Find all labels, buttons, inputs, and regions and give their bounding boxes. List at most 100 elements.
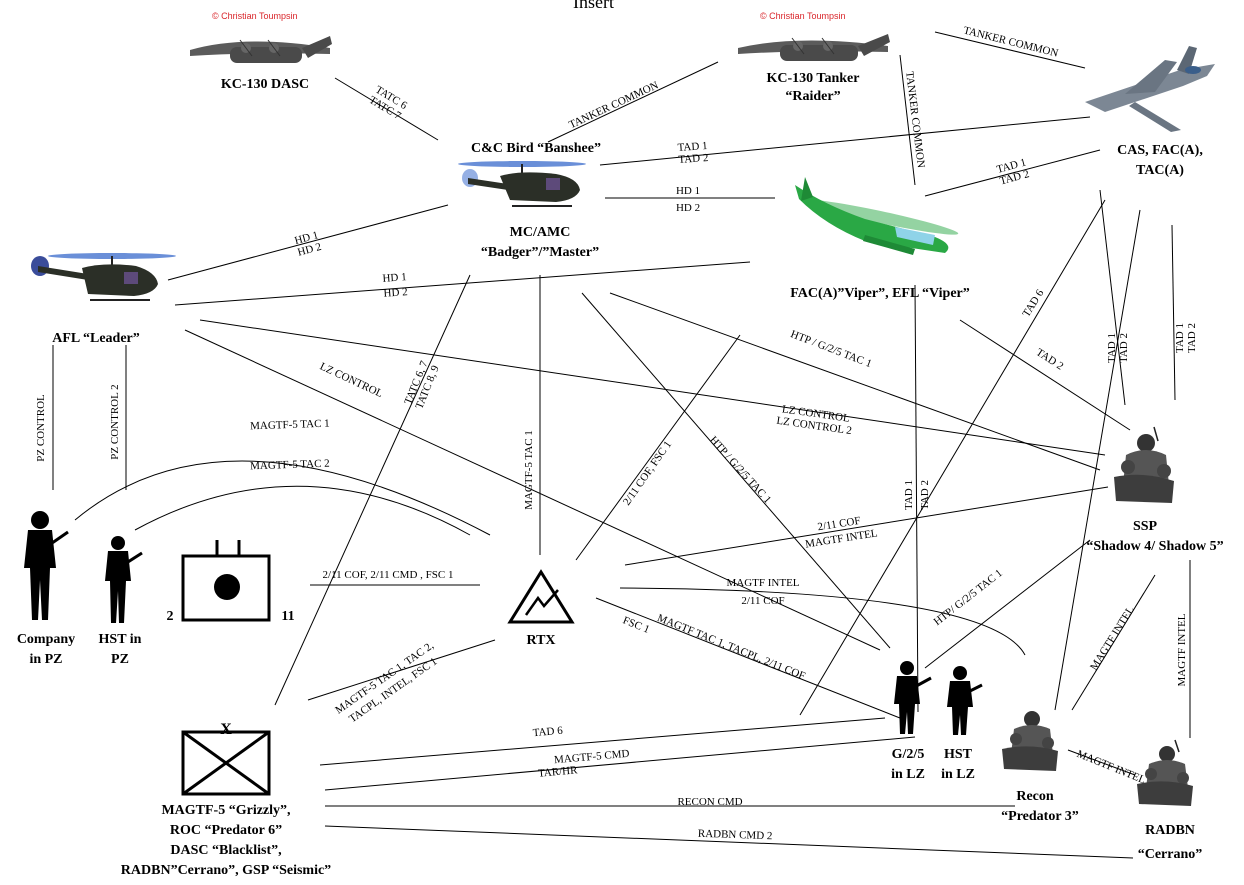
link-afl-g25: [184, 329, 881, 651]
link-cc-tanker: [547, 61, 719, 143]
magtf-echelon-x: X: [220, 721, 232, 738]
net-label-lz-control-ssp: LZ CONTROL LZ CONTROL 2: [776, 403, 853, 437]
link-rtx-viper: [575, 334, 741, 561]
hst-lz-soldier-icon: [947, 666, 983, 735]
net-label-tad6-cas: TAD 6: [1020, 287, 1046, 319]
net-label-tatc: TATC 6 TATC 7: [367, 84, 410, 123]
svg-text:MAGTF-5 “Grizzly”,: MAGTF-5 “Grizzly”,: [161, 803, 290, 818]
node-fac-viper-label: FAC(A)”Viper”, EFL “Viper”: [790, 286, 970, 301]
svg-text:“Cerrano”: “Cerrano”: [1138, 847, 1203, 862]
svg-text:HD 2: HD 2: [383, 286, 408, 300]
link-rtx-ssp: [624, 486, 1109, 566]
node-afl-label: AFL “Leader”: [52, 331, 140, 346]
unit-designator-left: 2: [167, 609, 174, 624]
net-label-radbn-cmd: RADBN CMD 2: [698, 828, 773, 843]
link-tanker-viper: [899, 54, 916, 186]
link-afl-ssp: [199, 319, 1106, 456]
link-rtx-recon: [619, 587, 1026, 656]
net-label-magtf-tac1-arc: MAGTF-5 TAC 1: [250, 418, 330, 433]
link-cas-recon: [1054, 209, 1141, 711]
kc130-tanker-plane-icon: © Christian Toumpsin: [738, 11, 890, 61]
ssp-soldiers-icon: [1114, 426, 1174, 503]
net-label-lz-control: LZ CONTROL: [318, 360, 385, 400]
svg-text:Recon: Recon: [1016, 789, 1054, 804]
svg-text:“Badger”/”Master”: “Badger”/”Master”: [481, 245, 599, 260]
net-label-magtf-tac1-vertical: MAGTF-5 TAC 1: [523, 430, 535, 510]
net-label-tatc-mc: TATC 6, 7 TATC 8, 9: [402, 359, 442, 411]
svg-text:ROC “Predator 6”: ROC “Predator 6”: [170, 823, 282, 838]
link-mc-g25: [581, 292, 891, 649]
svg-text:© Christian Toumpsin: © Christian Toumpsin: [760, 11, 846, 21]
svg-text:in LZ: in LZ: [941, 767, 975, 782]
svg-text:TAC(A): TAC(A): [1136, 163, 1184, 178]
net-label-tar-hr: TAR/HR: [538, 764, 579, 779]
svg-text:MAGTF INTEL: MAGTF INTEL: [726, 577, 799, 589]
link-hst-rtx: [134, 485, 471, 536]
afl-helicopter-icon: [31, 253, 176, 301]
net-label-tanker-common-viper: TANKER COMMON: [903, 71, 927, 169]
net-label-tad6-magtf: TAD 6: [532, 725, 563, 740]
net-label-recon-cmd: RECON CMD: [677, 796, 742, 808]
net-label-tad-cc: TAD 1 TAD 2: [677, 140, 709, 166]
link-mc-magtf: [274, 274, 471, 706]
link-g25-ssp: [924, 539, 1091, 669]
node-mc-amc-label: MC/AMC “Badger”/”Master”: [481, 225, 599, 260]
net-label-magtf-intel-radbn: MAGTF INTEL: [1176, 613, 1188, 686]
svg-text:TAD 2: TAD 2: [919, 480, 931, 510]
link-tanker-cas: [934, 31, 1086, 69]
net-label-htp-g25: HTP / G/2/5 TAC 1: [707, 434, 773, 506]
link-company-rtx: [74, 460, 491, 536]
diagram-title: Insert: [573, 0, 614, 12]
svg-text:MC/AMC: MC/AMC: [510, 225, 571, 240]
net-label-tad2-ssp: TAD 2: [1034, 346, 1066, 372]
mc-amc-helicopter-icon: [458, 161, 586, 207]
svg-text:TAD 1: TAD 1: [903, 480, 915, 510]
cas-jet-icon: [1085, 46, 1215, 132]
svg-text:MAGTF INTEL: MAGTF INTEL: [804, 527, 878, 550]
svg-text:RADBN: RADBN: [1145, 823, 1195, 838]
viper-attack-helicopter-icon: [795, 177, 959, 255]
svg-text:PZ: PZ: [111, 652, 129, 667]
net-label-tad-viper-cas: TAD 1 TAD 2: [995, 157, 1030, 188]
svg-text:CAS, FAC(A),: CAS, FAC(A),: [1117, 143, 1203, 158]
net-label-magtf-rtx: MAGTF-5 TAC 1, TAC 2, TACPL, INTEL, FSC …: [333, 639, 439, 725]
net-label-pz-control-2: PZ CONTROL 2: [109, 384, 121, 459]
node-hst-lz-label: HST in LZ: [941, 747, 975, 782]
svg-text:HD 1: HD 1: [676, 185, 700, 197]
svg-text:in LZ: in LZ: [891, 767, 925, 782]
node-ssp-label: SSP “Shadow 4/ Shadow 5”: [1086, 519, 1223, 554]
link-rtx-g25: [595, 597, 906, 721]
net-label-pz-control: PZ CONTROL: [35, 394, 47, 462]
net-label-magtf-intel-recon: MAGTF INTEL: [1075, 748, 1147, 787]
link-recon-ssp: [1071, 574, 1156, 711]
link-magtf-rtx: [307, 639, 496, 701]
svg-text:DASC “Blacklist”,: DASC “Blacklist”,: [170, 843, 281, 858]
link-viper-g25: [914, 284, 919, 713]
net-label-tad-radbn-vertical: TAD 1 TAD 2: [1174, 323, 1198, 353]
svg-text:HD 1: HD 1: [382, 271, 407, 285]
svg-text:“Shadow 4/ Shadow 5”: “Shadow 4/ Shadow 5”: [1086, 539, 1223, 554]
link-viper-ssp: [959, 319, 1131, 431]
net-label-tad-ssp-vertical: TAD 1 TAD 2: [1106, 333, 1130, 363]
svg-text:© Christian Toumpsin: © Christian Toumpsin: [212, 11, 298, 21]
link-cas-magtf: [799, 199, 1106, 716]
node-rtx-label: RTX: [526, 633, 555, 648]
node-magtf-label: MAGTF-5 “Grizzly”, ROC “Predator 6” DASC…: [121, 803, 331, 878]
link-lines: [52, 31, 1191, 859]
g25-soldier-icon: [894, 661, 932, 734]
magtf-hq-symbol-icon: [181, 730, 271, 796]
link-viper-cas: [924, 149, 1101, 197]
node-recon-label: Recon “Predator 3”: [1001, 789, 1079, 824]
net-label-hd-mc-viper: HD 1 HD 2: [676, 185, 700, 214]
svg-text:KC-130 Tanker: KC-130 Tanker: [767, 71, 860, 86]
net-label-magtf-intel-vertical: MAGTF INTEL: [1088, 604, 1137, 673]
svg-text:“Raider”: “Raider”: [785, 89, 840, 104]
net-label-htp-ssp: HTP / G/2/5 TAC 1: [789, 328, 874, 370]
svg-text:“Predator 3”: “Predator 3”: [1001, 809, 1079, 824]
svg-text:TAD 1: TAD 1: [1106, 333, 1118, 363]
svg-text:HST: HST: [944, 747, 973, 762]
link-recon-radbn: [1067, 749, 1136, 776]
link-cas-ssp: [1099, 189, 1126, 406]
link-afl-viper: [174, 261, 751, 306]
